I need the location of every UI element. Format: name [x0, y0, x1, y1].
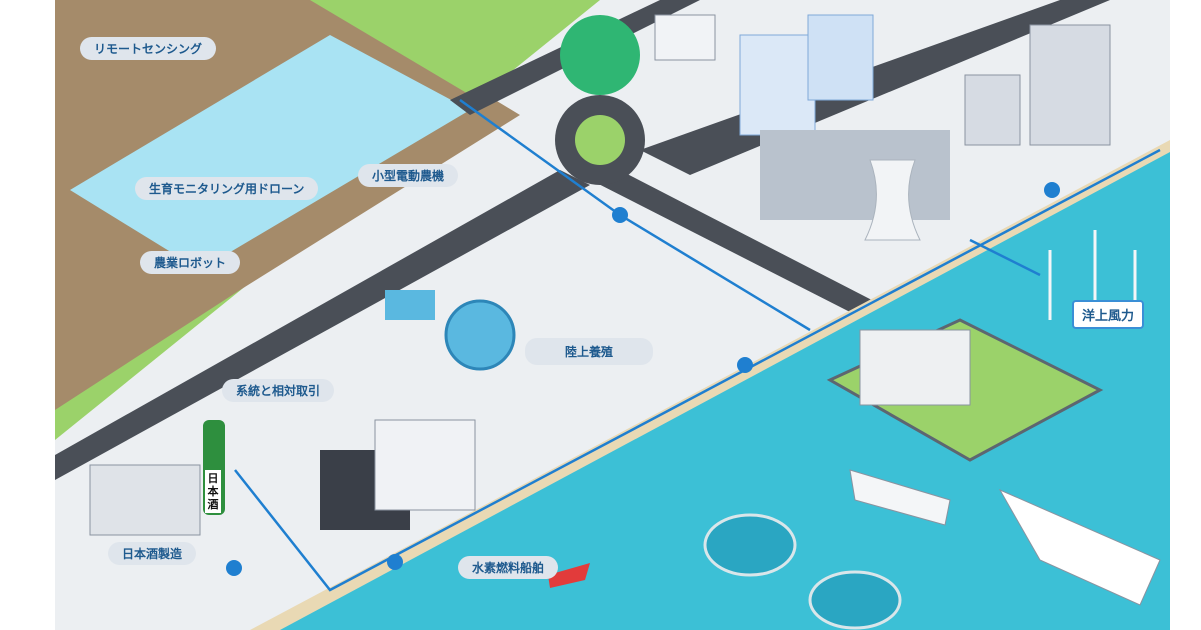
substation — [374, 419, 476, 511]
road-main — [55, 170, 590, 480]
label-small-electric-machine: 小型電動農機 — [358, 164, 459, 187]
tree — [560, 15, 640, 95]
label-hydrogen-ship: 水素燃料船舶 — [458, 556, 559, 579]
fish-pen — [703, 513, 797, 577]
label-grid-trading: 系統と相対取引 — [222, 379, 335, 402]
aquaculture-pool — [444, 299, 516, 371]
market-hall — [859, 329, 971, 406]
grass-top — [310, 0, 560, 95]
label-growth-drone: 生育モニタリング用ドローン — [135, 177, 319, 200]
network-nodes — [226, 182, 1060, 576]
road-diagonal — [575, 160, 930, 340]
label-land-aquaculture: 陸上養殖 — [525, 338, 654, 365]
label-sake-brewing: 日本酒製造 — [108, 542, 197, 565]
city-buildings — [654, 14, 1111, 241]
label-agri-robot: 農業ロボット — [140, 251, 241, 274]
label-remote-sensing: リモートセンシング — [80, 37, 217, 60]
fish-pen — [808, 570, 902, 630]
fishing-boat — [998, 488, 1161, 606]
sake-bottle-label: 日本酒 — [205, 470, 221, 513]
sake-brewery — [89, 464, 201, 536]
hydrogen-boat — [548, 563, 590, 588]
pool-square — [385, 290, 435, 320]
beach — [250, 140, 1170, 630]
paddy-field — [70, 35, 470, 270]
label-offshore-wind: 洋上風力 — [1072, 300, 1145, 329]
ferry — [849, 469, 951, 526]
